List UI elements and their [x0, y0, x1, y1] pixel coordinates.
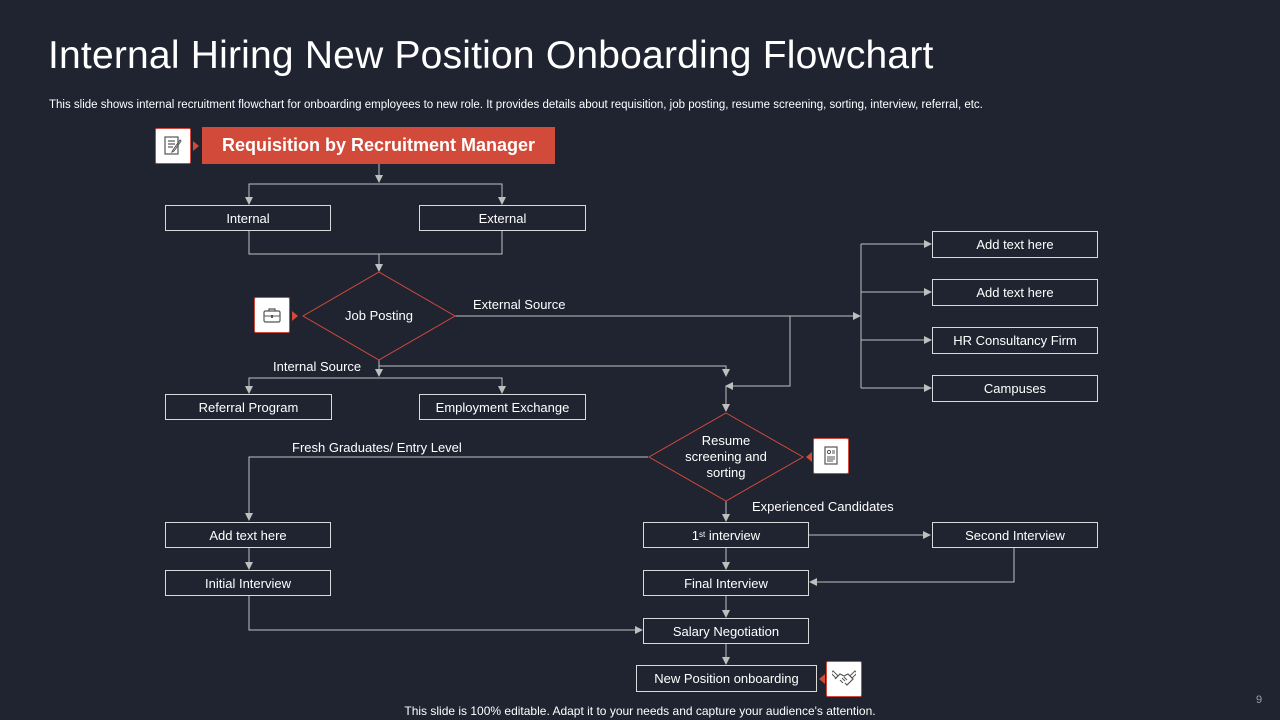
- ext-add-text-2: Add text here: [932, 279, 1098, 306]
- external-node: External: [419, 205, 586, 231]
- final-interview-node: Final Interview: [643, 570, 809, 596]
- handshake-icon: [832, 670, 856, 686]
- fresh-graduates-label: Fresh Graduates/ Entry Level: [292, 440, 462, 455]
- first-interview-text: interview: [705, 527, 761, 543]
- internal-node: Internal: [165, 205, 331, 231]
- campuses-node: Campuses: [932, 375, 1098, 402]
- page-title: Internal Hiring New Position Onboarding …: [48, 34, 934, 77]
- requisition-icon-box: [155, 128, 191, 164]
- resume-document-icon: [824, 446, 838, 465]
- job-posting-pointer: [292, 311, 298, 321]
- job-posting-icon-box: [254, 297, 290, 333]
- add-text-left-node: Add text here: [165, 522, 331, 548]
- resume-pointer: [806, 452, 812, 462]
- footer-note: This slide is 100% editable. Adapt it to…: [404, 704, 876, 718]
- resume-screening-label: Resume screening and sorting: [685, 433, 767, 480]
- resume-icon-box: [813, 438, 849, 474]
- page-number: 9: [1256, 694, 1263, 706]
- external-source-label: External Source: [473, 297, 566, 312]
- employment-exchange-node: Employment Exchange: [419, 394, 586, 420]
- resume-screening-diamond: [647, 412, 805, 502]
- initial-interview-node: Initial Interview: [165, 570, 331, 596]
- experienced-candidates-label: Experienced Candidates: [752, 499, 894, 514]
- page-subtitle: This slide shows internal recruitment fl…: [49, 99, 983, 111]
- requisition-pointer: [193, 141, 199, 151]
- requisition-header: Requisition by Recruitment Manager: [202, 127, 555, 164]
- onboarding-pointer: [819, 674, 825, 684]
- briefcase-icon: [263, 308, 281, 323]
- onboarding-node: New Position onboarding: [636, 665, 817, 692]
- salary-negotiation-node: Salary Negotiation: [643, 618, 809, 644]
- referral-program-node: Referral Program: [165, 394, 332, 420]
- onboarding-icon-box: [826, 661, 862, 697]
- hr-consultancy-node: HR Consultancy Firm: [932, 327, 1098, 354]
- second-interview-node: Second Interview: [932, 522, 1098, 548]
- job-posting-label: Job Posting: [345, 308, 413, 323]
- internal-source-label: Internal Source: [273, 359, 362, 374]
- first-interview-number: 1: [691, 527, 700, 543]
- job-posting-diamond: [302, 271, 456, 361]
- checklist-icon: [164, 136, 182, 155]
- ext-add-text-1: Add text here: [932, 231, 1098, 258]
